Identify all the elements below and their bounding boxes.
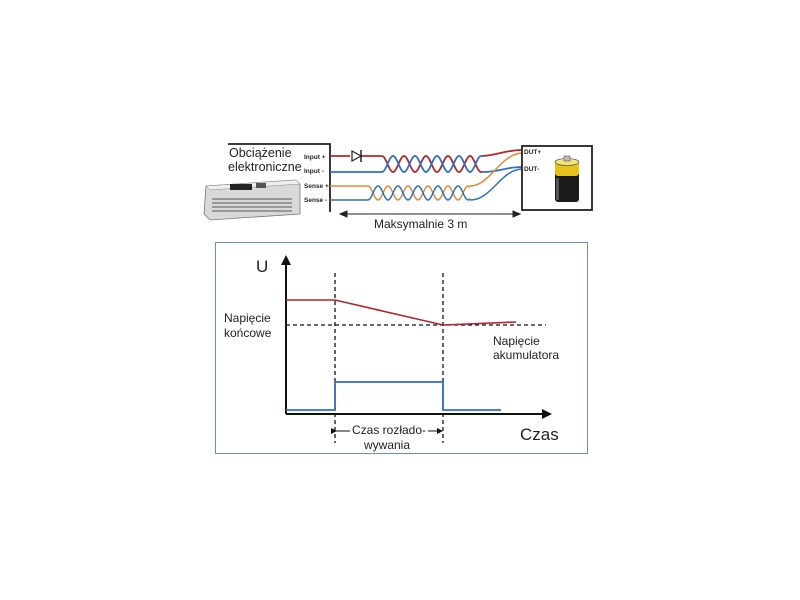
sense-wire-to-dut-minus (469, 168, 523, 201)
discharge-graph (281, 255, 552, 443)
battery-voltage-label-line2: akumulatora (493, 348, 560, 362)
electronic-load-device (203, 179, 301, 221)
length-dimension-arrow (338, 210, 522, 218)
load-label-line1: Obciążenie (229, 146, 292, 160)
discharge-graph-panel: U Czas Napięcie końcowe Napięcie akumula… (215, 242, 588, 454)
dut-minus-label: DUT- (524, 166, 540, 173)
terminal-sense-plus: Sense + (304, 183, 329, 190)
twisted-wire-blue-sense (367, 185, 471, 201)
discharge-time-label-line1: Czas rozłado- (350, 423, 429, 437)
wire-to-dut-plus (481, 149, 523, 157)
twisted-wire-blue (381, 155, 483, 173)
dut-plus-label: DUT+ (524, 149, 542, 156)
battery-voltage-curve (286, 299, 517, 326)
battery-voltage-label-line1: Napięcie (493, 334, 540, 348)
load-label-line2: elektroniczne (228, 160, 302, 174)
x-axis-label: Czas (520, 425, 559, 444)
wire-bundle (330, 149, 560, 201)
terminal-sense-minus: Sense - (304, 197, 328, 204)
battery-icon (554, 155, 580, 202)
end-voltage-label-line2: końcowe (224, 326, 272, 340)
max-length-label: Maksymalnie 3 m (374, 217, 468, 231)
diode-icon (351, 149, 363, 163)
discharge-current-curve (286, 381, 501, 411)
terminal-input-minus: Input - (304, 168, 324, 175)
load-frame (228, 143, 331, 212)
discharge-time-label-line2: wywania (364, 438, 411, 452)
terminal-input-plus: Input + (304, 154, 326, 161)
sense-wire-to-dut-plus (469, 152, 523, 187)
end-voltage-label-line1: Napięcie (224, 311, 271, 325)
wiring-diagram (203, 143, 593, 221)
y-axis-label: U (256, 257, 269, 276)
